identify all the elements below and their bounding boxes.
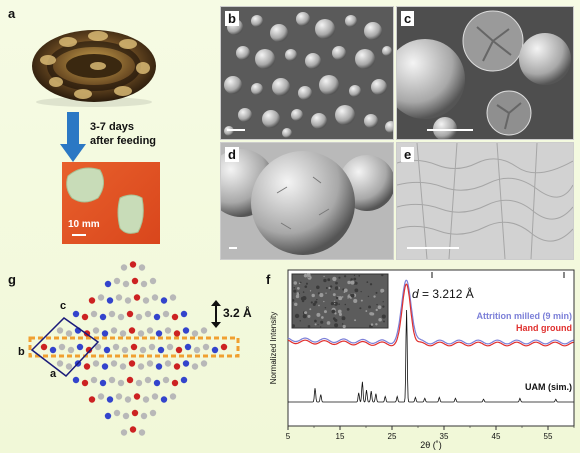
scale-text-10mm: 10 mm bbox=[68, 219, 100, 230]
x-tick-label: 35 bbox=[440, 432, 449, 441]
sem-image-c: c bbox=[396, 6, 574, 140]
arrow-text-line2: after feeding bbox=[90, 135, 157, 147]
axis-c-label: c bbox=[60, 300, 67, 312]
panel-b-label: b bbox=[225, 11, 239, 26]
molecule-row bbox=[120, 426, 146, 436]
molecule-row bbox=[72, 376, 188, 387]
down-arrow bbox=[60, 112, 86, 162]
molecule-row bbox=[40, 343, 228, 354]
axis-b-label: b bbox=[18, 346, 25, 358]
panel-c-label: c bbox=[401, 11, 415, 26]
panel-d-label: d bbox=[225, 147, 239, 162]
sem-image-b: b bbox=[220, 6, 394, 140]
sem-image-d: d bbox=[220, 142, 394, 260]
series-line-1 bbox=[287, 283, 574, 347]
axis-a-label: a bbox=[50, 368, 57, 380]
molecule-row bbox=[88, 393, 177, 403]
inset-sem-image bbox=[291, 273, 389, 329]
molecule-row bbox=[72, 310, 188, 321]
sem-image-e: e bbox=[396, 142, 574, 260]
urate-photo: 10 mm bbox=[62, 162, 160, 244]
crystal-packing-diagram bbox=[28, 261, 240, 436]
x-tick-label: 45 bbox=[492, 432, 501, 441]
molecule-row bbox=[120, 261, 146, 271]
x-tick-label: 5 bbox=[286, 432, 291, 441]
y-axis-label: Normalized Intensity bbox=[269, 312, 278, 384]
d-spacing-annotation: d = 3.212 Å bbox=[412, 286, 474, 301]
panel-a-label: a bbox=[8, 6, 16, 21]
series-line-2 bbox=[288, 309, 574, 403]
highlight-box bbox=[28, 336, 240, 358]
molecule-row bbox=[56, 360, 208, 370]
x-tick-label: 25 bbox=[388, 432, 397, 441]
panel-f-label: f bbox=[266, 272, 271, 287]
x-tick-label: 55 bbox=[544, 432, 553, 441]
legend-hand: Hand ground bbox=[516, 323, 572, 333]
panel-g-label: g bbox=[8, 272, 16, 287]
unit-cell bbox=[30, 317, 100, 378]
arrow-text-line1: 3-7 days bbox=[90, 121, 135, 133]
x-tick-label: 15 bbox=[336, 432, 345, 441]
snake-photo bbox=[32, 30, 156, 107]
series-line-0 bbox=[287, 279, 574, 345]
molecule-row bbox=[88, 294, 177, 304]
x-axis-label: 2θ (˚) bbox=[420, 440, 442, 450]
legend-attrition: Attrition milled (9 min) bbox=[477, 311, 573, 321]
molecule-row bbox=[104, 277, 157, 288]
spacing-text: 3.2 Å bbox=[223, 306, 252, 320]
panel-e-label: e bbox=[401, 147, 415, 162]
legend-uam: UAM (sim.) bbox=[525, 382, 572, 392]
molecule-row bbox=[104, 409, 157, 420]
